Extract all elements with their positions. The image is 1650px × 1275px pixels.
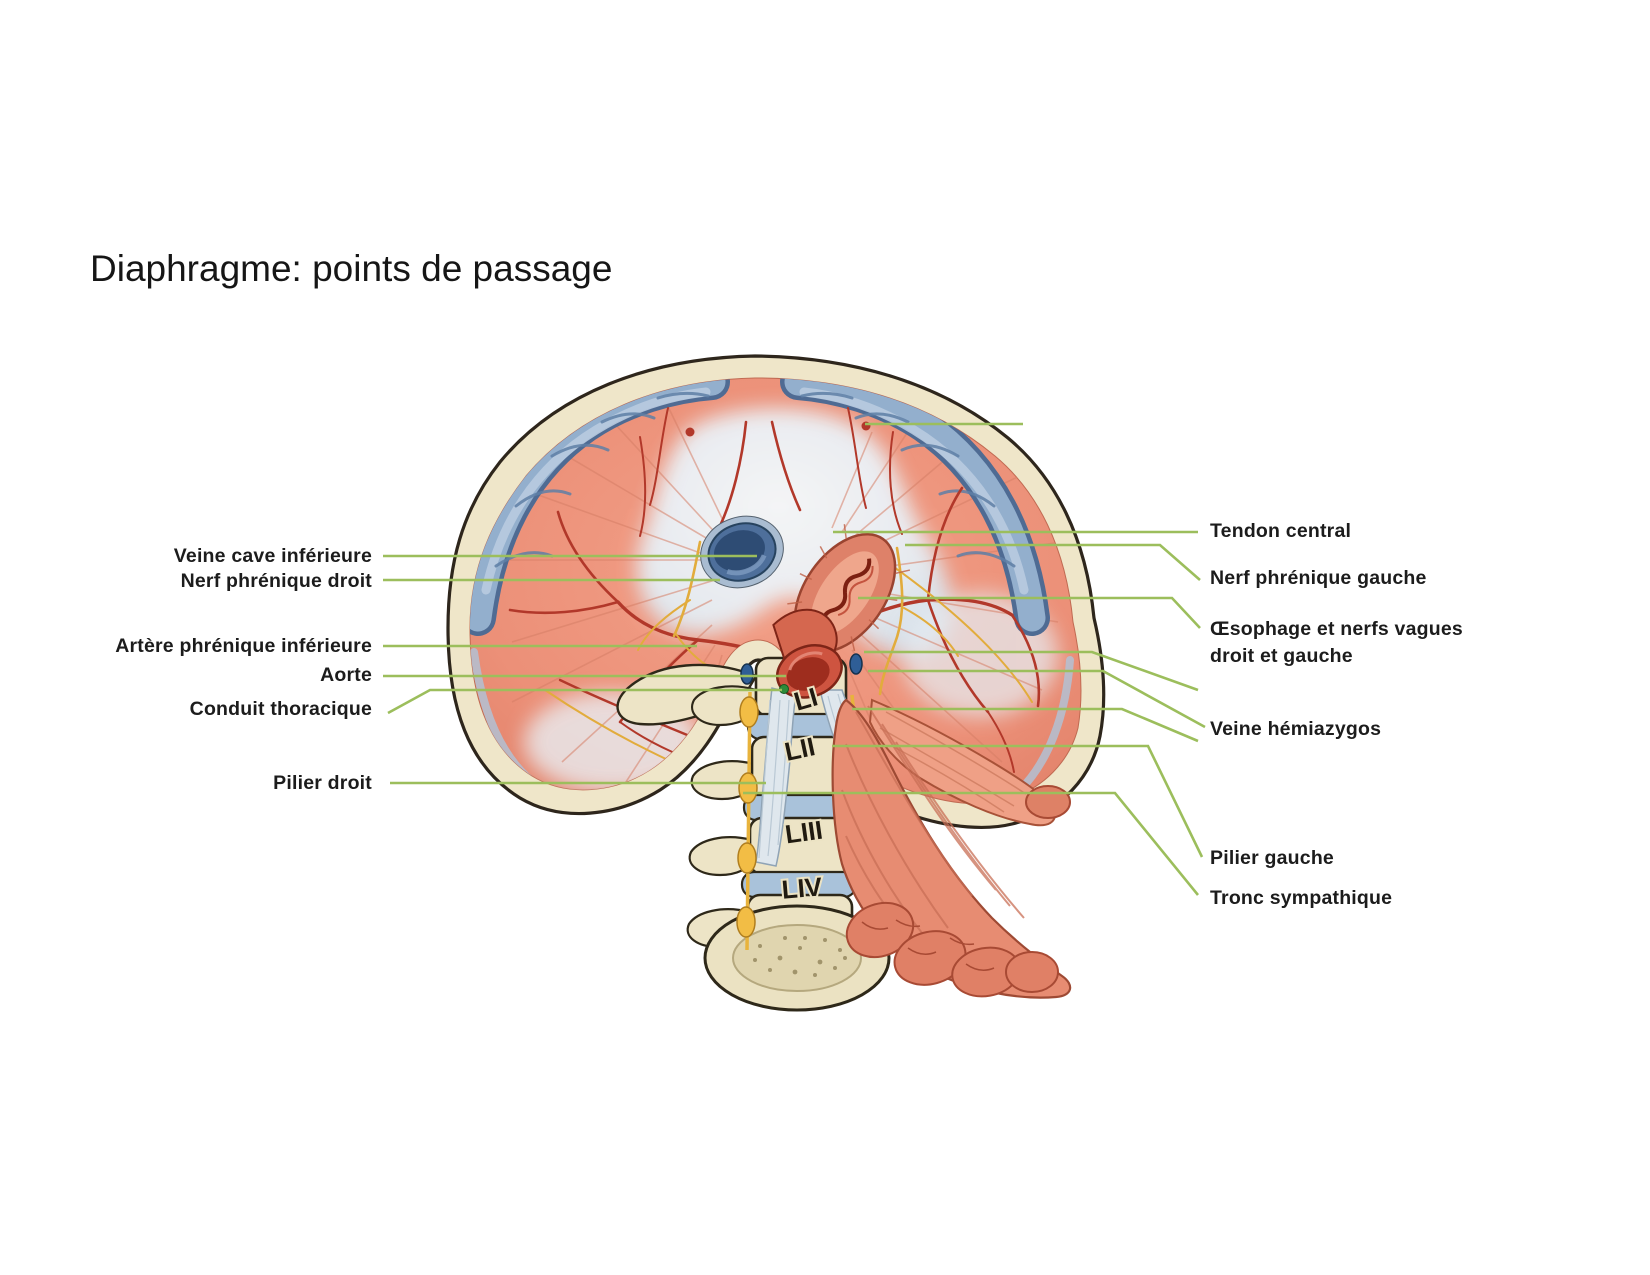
leader-hemiazygos-b [868,669,1206,729]
quadratus-striations [879,711,1027,813]
label-oesophage-ligne1: Œsophage et nerfs vagues [1210,618,1463,640]
para-aortic-structures [740,653,863,694]
vertebra-label-L2: LII [782,731,818,767]
hemiazygos-vein [849,653,863,675]
leader-tronc-sympathique [743,791,1200,896]
leader-pilier-gauche [832,744,1204,858]
label-pilier-gauche: Pilier gauche [1210,847,1334,869]
label-pilier-droit: Pilier droit [273,772,372,794]
label-nerf-phrenique-gauche: Nerf phrénique gauche [1210,567,1427,589]
page-title: Diaphragme: points de passage [90,248,612,289]
vertebra-label-L3: LIII [783,815,824,850]
label-tronc-sympathique: Tronc sympathique [1210,887,1392,909]
label-veine-hemiazygos: Veine hémiazygos [1210,718,1381,740]
label-conduit-thoracique: Conduit thoracique [190,698,372,720]
leader-lines [383,422,1206,896]
right-crus-fibers [758,699,790,859]
leader-hemiazygos-a [864,650,1199,692]
leader-conduit-thoracique [387,688,782,715]
label-nerf-phrenique-droit: Nerf phrénique droit [181,570,373,592]
psoas-cut-face [845,901,1059,998]
vena-cava-opening [700,515,784,589]
label-aorte: Aorte [320,664,372,686]
vertebra-label-L4: LIV [780,871,824,904]
quadratus-cut-face [1025,785,1071,819]
label-veine-cave-inferieure: Veine cave inférieure [174,545,372,567]
vertebra-labels: LI LII LIII LIV [778,679,826,906]
right-labels: Tendon central Nerf phrénique gauche Œso… [1210,520,1463,909]
azygos-vein [740,663,754,685]
leader-oesophage [858,596,1201,629]
left-labels: Veine cave inférieure Nerf phrénique dro… [115,545,372,794]
label-tendon-central: Tendon central [1210,520,1351,542]
label-artere-phrenique-inferieure: Artère phrénique inférieure [115,635,372,657]
leader-nerf-phrenique-gauche [905,543,1201,581]
vertebra-body-core [732,924,862,992]
label-oesophage-ligne2: droit et gauche [1210,645,1353,667]
bone-speckles [753,936,847,977]
aortic-hiatus [772,608,843,699]
leader-hemiazygos-c [852,707,1199,743]
